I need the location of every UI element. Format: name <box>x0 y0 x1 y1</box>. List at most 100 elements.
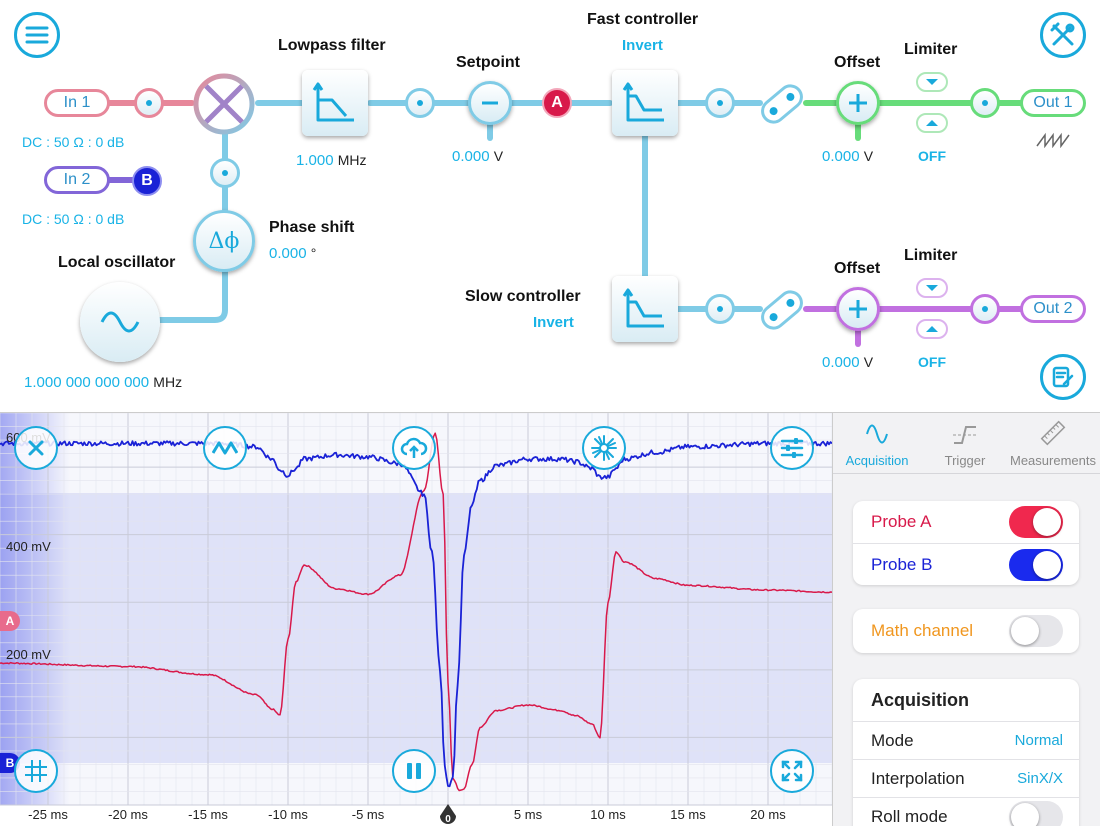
cloud-upload-icon[interactable] <box>392 426 436 470</box>
fast-controller-block[interactable] <box>612 70 678 136</box>
limiter-2-lower-icon[interactable] <box>916 319 948 339</box>
probe-b-badge-label: B <box>141 172 153 190</box>
tab-measurements-label: Measurements <box>1009 453 1097 468</box>
input-1-button[interactable]: In 1 <box>44 89 110 117</box>
input-2-button[interactable]: In 2 <box>44 166 110 194</box>
sine-icon <box>864 421 890 447</box>
output-2-switch[interactable] <box>756 284 808 336</box>
offset-2-title: Offset <box>834 260 880 278</box>
fast-controller-invert[interactable]: Invert <box>622 37 663 54</box>
probe-a-row: Probe A <box>853 501 1079 543</box>
lowpass-value[interactable]: 1.000 MHz <box>296 152 367 169</box>
setpoint-subtract-button[interactable] <box>468 81 512 125</box>
mixer-icon[interactable] <box>192 72 256 136</box>
settings-panel: Acquisition Trigger Measurements Probe A… <box>832 412 1100 826</box>
pause-icon[interactable] <box>392 749 436 793</box>
interpolation-value[interactable]: SinX/X <box>1017 770 1063 787</box>
math-card: Math channel <box>853 609 1079 653</box>
input-1-node[interactable] <box>134 88 164 118</box>
mode-label: Mode <box>871 731 914 751</box>
probe-b-row: Probe B <box>853 543 1079 585</box>
input-2-label: In 2 <box>64 171 91 189</box>
roll-mode-toggle[interactable] <box>1009 801 1063 826</box>
output-1-switch[interactable] <box>756 78 808 130</box>
output-2-button[interactable]: Out 2 <box>1020 295 1086 323</box>
tab-trigger[interactable]: Trigger <box>921 413 1009 473</box>
local-oscillator-block[interactable] <box>80 282 160 362</box>
math-channel-toggle[interactable] <box>1009 615 1063 647</box>
interpolation-row[interactable]: Interpolation SinX/X <box>853 759 1079 797</box>
grid-cursor-icon[interactable] <box>14 749 58 793</box>
block-diagram: In 1 DC : 50 Ω : 0 dB In 2 B DC : 50 Ω :… <box>0 0 1100 412</box>
local-oscillator-value[interactable]: 1.000 000 000 000 MHz <box>24 374 182 391</box>
close-icon[interactable] <box>14 426 58 470</box>
limiter-2-upper-icon[interactable] <box>916 278 948 298</box>
offset-2-unit: V <box>864 354 873 370</box>
tools-icon[interactable] <box>1040 12 1086 58</box>
x-tick-label: -15 ms <box>188 807 228 822</box>
probe-b-marker-label: B <box>6 756 15 770</box>
laser-icon[interactable] <box>582 426 626 470</box>
notes-icon[interactable] <box>1040 354 1086 400</box>
x-tick-label: 15 ms <box>670 807 705 822</box>
input-1-label: In 1 <box>64 94 91 112</box>
fullscreen-icon[interactable] <box>770 749 814 793</box>
mixer-lo-node[interactable] <box>210 158 240 188</box>
tab-measurements[interactable]: Measurements <box>1009 413 1097 473</box>
input-1-settings[interactable]: DC : 50 Ω : 0 dB <box>22 134 124 150</box>
offset-2-add-button[interactable] <box>836 287 880 331</box>
controller-icon <box>612 70 678 136</box>
setpoint-value[interactable]: 0.000 V <box>452 148 503 165</box>
menu-icon[interactable] <box>14 12 60 58</box>
probe-a-level-marker[interactable]: A <box>0 611 20 631</box>
acquisition-title: Acquisition <box>871 690 969 711</box>
oscilloscope-view[interactable]: 600 mV 400 mV 200 mV -25 ms-20 ms-15 ms-… <box>0 412 832 826</box>
offset-1-add-button[interactable] <box>836 81 880 125</box>
signal-wires <box>0 0 1100 412</box>
limiter-1-lower-icon[interactable] <box>916 113 948 133</box>
offset-1-number: 0.000 <box>822 148 860 165</box>
x-tick-label: -10 ms <box>268 807 308 822</box>
acquisition-header: Acquisition <box>853 679 1079 721</box>
limiter-1-upper-icon[interactable] <box>916 72 948 92</box>
mode-row[interactable]: Mode Normal <box>853 721 1079 759</box>
probes-card: Probe A Probe B <box>853 501 1079 585</box>
waveform-icon[interactable] <box>203 426 247 470</box>
probe-a-toggle[interactable] <box>1009 506 1063 538</box>
phase-shift-block[interactable]: Δϕ <box>193 210 255 272</box>
limiter-2-title: Limiter <box>904 247 957 265</box>
limiter-1-state[interactable]: OFF <box>918 148 946 164</box>
phase-shift-number: 0.000 <box>269 245 307 262</box>
offset-2-value[interactable]: 0.000 V <box>822 354 873 371</box>
mode-value[interactable]: Normal <box>1015 732 1063 749</box>
local-oscillator-title: Local oscillator <box>58 254 175 272</box>
math-channel-label: Math channel <box>871 621 973 641</box>
trigger-position-marker[interactable]: 0 <box>438 804 458 826</box>
output-1-button[interactable]: Out 1 <box>1020 89 1086 117</box>
lowpass-out-node[interactable] <box>405 88 435 118</box>
setpoint-title: Setpoint <box>456 54 520 72</box>
fast-out-node[interactable] <box>705 88 735 118</box>
input-2-settings[interactable]: DC : 50 Ω : 0 dB <box>22 211 124 227</box>
ruler-icon <box>1039 419 1067 447</box>
slow-controller-block[interactable] <box>612 276 678 342</box>
interpolation-label: Interpolation <box>871 769 965 789</box>
tab-acquisition[interactable]: Acquisition <box>833 413 921 473</box>
settings-sliders-icon[interactable] <box>770 426 814 470</box>
probe-a-badge[interactable]: A <box>542 88 572 118</box>
lowpass-filter-block[interactable] <box>302 70 368 136</box>
output-1-label: Out 1 <box>1033 94 1072 112</box>
slow-controller-invert[interactable]: Invert <box>533 314 574 331</box>
slow-out-node[interactable] <box>705 294 735 324</box>
probe-b-toggle[interactable] <box>1009 549 1063 581</box>
offset-1-unit: V <box>864 148 873 164</box>
acquisition-card: Acquisition Mode Normal Interpolation Si… <box>853 679 1079 826</box>
output-2-node[interactable] <box>970 294 1000 324</box>
local-oscillator-number: 1.000 000 000 000 <box>24 374 149 391</box>
probe-b-badge[interactable]: B <box>132 166 162 196</box>
y-label-200: 200 mV <box>6 647 51 662</box>
offset-1-value[interactable]: 0.000 V <box>822 148 873 165</box>
phase-shift-value[interactable]: 0.000 ° <box>269 245 316 262</box>
output-1-node[interactable] <box>970 88 1000 118</box>
limiter-2-state[interactable]: OFF <box>918 354 946 370</box>
